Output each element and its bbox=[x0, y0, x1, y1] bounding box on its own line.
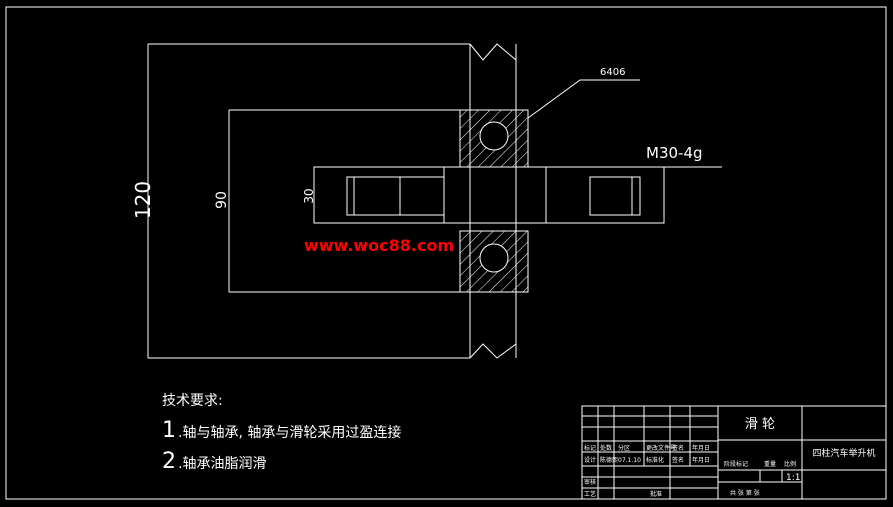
tb-count: 处数 bbox=[600, 444, 612, 452]
tech-req-item-1: 1.轴与轴承, 轴承与滑轮采用过盈连接 bbox=[162, 418, 401, 443]
tech-req-num-2: 2 bbox=[162, 449, 176, 474]
title-block bbox=[581, 405, 887, 500]
leaders bbox=[527, 79, 722, 182]
tech-req-item-2: 2.轴承油脂润滑 bbox=[162, 449, 401, 474]
tb-ratio: 比例 bbox=[784, 460, 796, 468]
part-name: 滑 轮 bbox=[745, 417, 775, 432]
tb-stage-mark: 阶段标记 bbox=[724, 460, 748, 468]
technical-requirements: 技术要求: 1.轴与轴承, 轴承与滑轮采用过盈连接 2.轴承油脂润滑 bbox=[162, 390, 401, 480]
tb-signature: 签名 bbox=[672, 444, 684, 452]
tb-review: 审核 bbox=[584, 478, 596, 486]
tech-req-text-1: .轴与轴承, 轴承与滑轮采用过盈连接 bbox=[178, 425, 402, 441]
dim-shaft-diameter: 30 bbox=[302, 188, 316, 203]
tb-approve: 批准 bbox=[650, 490, 662, 498]
tb-design: 设计 bbox=[584, 456, 596, 464]
pulley-body bbox=[228, 109, 460, 293]
thread-label: M30-4g bbox=[646, 144, 703, 162]
tb-zone: 分区 bbox=[618, 444, 630, 452]
scale-value: 1:1 bbox=[786, 473, 800, 483]
outer-housing bbox=[147, 43, 517, 359]
bearing-label: 6406 bbox=[600, 67, 625, 78]
watermark: www.woc88.com bbox=[304, 236, 455, 255]
tb-date2: 年月日 bbox=[692, 456, 710, 464]
dim-outer-height: 120 bbox=[131, 181, 155, 219]
tech-req-title: 技术要求: bbox=[162, 393, 223, 409]
drawing-border bbox=[5, 6, 887, 500]
tb-change-doc: 更改文件号 bbox=[646, 444, 676, 452]
dim-middle-height: 90 bbox=[214, 191, 230, 209]
title-block-labels: 标记 处数 分区 更改文件号 签名 年月日 设计 陈德熙 07.1.10 标准化… bbox=[584, 444, 796, 498]
bearing-bottom bbox=[459, 230, 529, 293]
shaft bbox=[313, 166, 665, 224]
tb-date-value: 07.1.10 bbox=[618, 457, 641, 464]
tb-design-sig: 陈德熙 bbox=[600, 456, 618, 464]
tech-req-text-2: .轴承油脂润滑 bbox=[178, 456, 267, 472]
tb-weight: 重量 bbox=[764, 460, 776, 468]
tb-mark: 标记 bbox=[584, 444, 596, 452]
tb-process: 工艺 bbox=[584, 490, 596, 498]
tech-req-num-1: 1 bbox=[162, 418, 176, 443]
tb-date: 年月日 bbox=[692, 444, 710, 452]
product-name: 四柱汽车举升机 bbox=[812, 447, 875, 459]
tb-sheets: 共 张 第 张 bbox=[730, 489, 760, 497]
tb-standardize: 标准化 bbox=[646, 456, 664, 464]
tb-sign2: 签名 bbox=[672, 456, 684, 464]
bearing-top bbox=[459, 109, 529, 168]
